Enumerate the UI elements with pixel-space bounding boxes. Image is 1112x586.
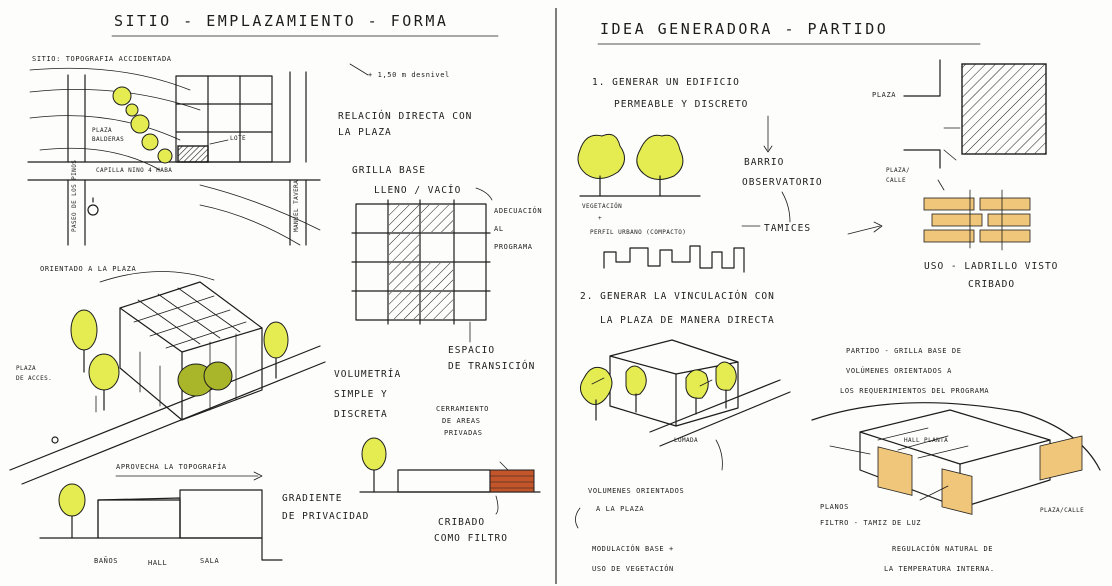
cribado-label-2: COMO FILTRO [434, 533, 508, 544]
generar-2-label-a: 2. GENERAR LA VINCULACIÓN CON [580, 291, 775, 302]
volumenes-label-1: VOLUMENES ORIENTADOS [588, 487, 685, 495]
espacio-label-1: ESPACIO [448, 345, 496, 356]
partido-label-1: PARTIDO - GRILLA BASE DE [846, 347, 962, 355]
orientado-label: ORIENTADO A LA PLAZA [40, 265, 137, 273]
plaza-calle-label: PLAZA/ [886, 167, 911, 174]
tamices-label: TAMICES [764, 223, 812, 234]
volumetria-label-3: DISCRETA [334, 409, 388, 420]
flow-arrows [741, 115, 945, 235]
desnivel-arrow [349, 63, 369, 76]
planos-label-1: PLANOS [820, 503, 849, 511]
regulacion-label-2: LA TEMPERATURA INTERNA. [884, 565, 995, 573]
relacion-label: RELACIÓN DIRECTA CON [338, 111, 473, 122]
vegetacion-label-2: + [598, 215, 603, 222]
section-cerramiento [359, 437, 541, 515]
section-topography [39, 471, 283, 561]
plaza-acces-label-2: DE ACCES. [16, 375, 53, 382]
skyline [603, 245, 745, 273]
lleno-label: LLENO / VACÍO [374, 185, 462, 196]
tamices-bricks [923, 189, 1031, 251]
banos-label: BAÑOS [94, 557, 119, 565]
modulacion-label-1: MODULACIÓN BASE + [592, 545, 674, 553]
site-plan [27, 67, 321, 246]
partido-label-2: VOLÚMENES ORIENTADOS A [846, 367, 952, 375]
calle-label: CALLE [886, 177, 907, 184]
left-title: SITIO - EMPLAZAMIENTO - FORMA [114, 12, 449, 30]
lot-label: LOTE [230, 135, 247, 142]
uso-label-2: CRIBADO [968, 279, 1016, 290]
barrio-label-1: BARRIO [744, 157, 785, 168]
volumenes-arrow [575, 507, 581, 529]
uso-label-1: USO - LADRILLO VISTO [924, 261, 1059, 272]
modulacion-label-2: USO DE VEGETACIÓN [592, 565, 674, 573]
adecuacion-label-1: ADECUACIÓN [494, 207, 543, 215]
generar-1-label-b: PERMEABLE Y DISCRETO [614, 99, 749, 110]
cerramiento-label-2: DE AREAS [442, 417, 481, 425]
perfil-label: PERFIL URBANO (COMPACTO) [590, 229, 687, 236]
plaza-plan [903, 59, 1047, 169]
volumetria-label-2: SIMPLE Y [334, 389, 388, 400]
gradiente-label-1: GRADIENTE [282, 493, 343, 504]
hall-planta-label: HALL PLANTA [904, 437, 949, 444]
adecuacion-label-3: PROGRAMA [494, 243, 533, 251]
barrio-label-2: OBSERVATORIO [742, 177, 823, 188]
grid-lleno-vacio [351, 187, 493, 343]
trees-vegetacion [577, 133, 701, 197]
partido-axonometric [811, 402, 1101, 515]
plaza-acces-label-1: PLAZA [16, 365, 37, 372]
grilla-label: GRILLA BASE [352, 165, 426, 176]
volume-axonometric [580, 339, 791, 471]
cerramiento-label-1: CERRAMIENTO [436, 405, 489, 413]
regulacion-label-1: REGULACIÓN NATURAL DE [892, 545, 994, 553]
cribado-label-1: CRIBADO [438, 517, 486, 528]
adecuacion-label-2: AL [494, 225, 504, 233]
desnivel-label: + 1,50 m desnivel [368, 71, 450, 79]
plaza-name-label: BALDERAS [92, 136, 125, 143]
hall-label: HALL [148, 559, 168, 567]
vegetacion-label-1: VEGETACIÓN [582, 203, 623, 210]
street-left-label: PASEO DE LOS PINOS [71, 159, 78, 232]
espacio-label-2: DE TRANSICIÓN [448, 361, 536, 372]
lomada-label: LOMADA [674, 437, 699, 444]
generar-2-label-b: LA PLAZA DE MANERA DIRECTA [600, 315, 775, 326]
plaza-right-label: PLAZA [872, 91, 897, 99]
axonometric-site [9, 271, 326, 485]
plaza-label: PLAZA [92, 127, 113, 134]
partido-label-3: LOS REQUERIMIENTOS DEL PROGRAMA [840, 387, 990, 395]
street-right-label: MANUEL TAVERA [293, 179, 300, 232]
aprovecha-label: APROVECHA LA TOPOGRAFÍA [116, 463, 227, 471]
street-bottom-label: CAPILLA NINO 4 HABA [96, 167, 173, 174]
volumenes-label-2: A LA PLAZA [596, 505, 645, 513]
volumetria-label-1: VOLUMETRÍA [334, 369, 402, 380]
sala-label: SALA [200, 557, 220, 565]
plaza-calle-2-label: PLAZA/CALLE [1040, 507, 1085, 514]
cerramiento-label-3: PRIVADAS [444, 429, 483, 437]
planos-label-2: FILTRO - TAMIZ DE LUZ [820, 519, 922, 527]
relacion-label-2: LA PLAZA [338, 127, 392, 138]
right-title: IDEA GENERADORA - PARTIDO [600, 20, 889, 38]
gradiente-label-2: DE PRIVACIDAD [282, 511, 370, 522]
sitio-label: SITIO: TOPOGRAFIA ACCIDENTADA [32, 55, 172, 63]
generar-1-label-a: 1. GENERAR UN EDIFICIO [592, 77, 740, 88]
